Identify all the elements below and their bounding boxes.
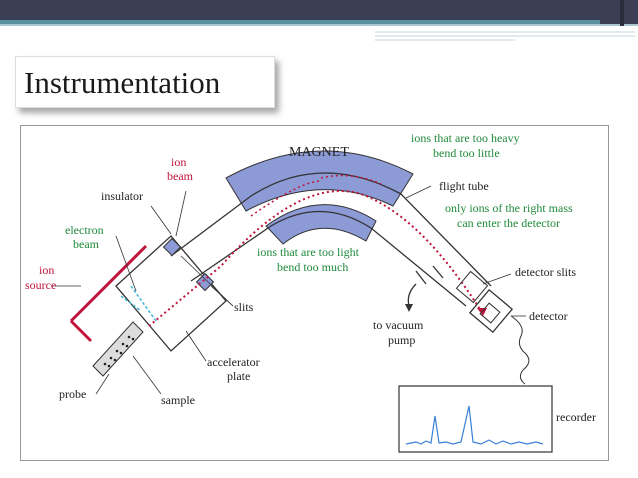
vacuum-port-right xyxy=(432,265,444,279)
top-stripe-light xyxy=(0,24,638,26)
label-ion-beam-1: ion xyxy=(171,155,186,169)
label-insulator: insulator xyxy=(101,189,143,203)
probe-body xyxy=(92,321,144,377)
decorative-lines xyxy=(375,31,635,41)
detector-box xyxy=(468,288,514,334)
label-vacuum-2: pump xyxy=(388,333,415,347)
slit-block-2 xyxy=(195,272,215,292)
title-box: Instrumentation xyxy=(15,56,275,108)
label-too-heavy-2: bend too little xyxy=(433,146,500,160)
label-ion-beam-2: beam xyxy=(167,169,194,183)
vacuum-port-left xyxy=(415,270,427,285)
ion-beam-light xyxy=(250,180,322,217)
label-probe: probe xyxy=(59,387,86,401)
detector-wire xyxy=(510,315,530,385)
leader-lines xyxy=(51,185,526,395)
magnet-upper xyxy=(225,150,414,212)
label-too-light-2: bend too much xyxy=(277,260,348,274)
label-electron-beam-1: electron xyxy=(65,223,104,237)
label-ion-source-2: source xyxy=(25,278,56,292)
top-stripe xyxy=(0,20,638,24)
magnet-lower xyxy=(265,204,377,245)
ion-beam-heavy xyxy=(320,174,382,185)
label-slits: slits xyxy=(234,300,254,314)
label-accelerator-1: accelerator xyxy=(207,355,260,369)
recorder-box xyxy=(398,385,553,453)
label-too-heavy-1: ions that are too heavy xyxy=(411,131,520,145)
label-right-mass-2: can enter the detector xyxy=(457,216,560,230)
recorder-trace xyxy=(405,405,544,445)
top-banner xyxy=(0,0,638,20)
flight-tube-outer xyxy=(170,172,492,287)
electron-beam xyxy=(120,285,157,322)
probe-dots xyxy=(103,335,135,368)
label-vacuum-1: to vacuum xyxy=(373,318,424,332)
ion-source-bracket xyxy=(69,244,148,343)
mass-spectrometer-diagram: MAGNET ion beam insulator electron beam … xyxy=(25,131,596,453)
label-ion-source-1: ion xyxy=(39,263,54,277)
label-detector-slits: detector slits xyxy=(515,265,576,279)
flight-tube-inner xyxy=(190,210,467,307)
label-recorder: recorder xyxy=(556,410,596,424)
label-accelerator-2: plate xyxy=(227,369,250,383)
label-too-light-1: ions that are too light xyxy=(257,245,360,259)
source-chamber xyxy=(115,235,227,352)
label-electron-beam-2: beam xyxy=(73,237,100,251)
slit-block-1 xyxy=(162,237,182,257)
top-right-block xyxy=(600,0,638,24)
slide-title: Instrumentation xyxy=(24,65,221,100)
vacuum-arrow xyxy=(407,283,417,307)
top-right-divider xyxy=(620,0,624,26)
diagram-panel: MAGNET ion beam insulator electron beam … xyxy=(20,125,609,461)
label-right-mass-1: only ions of the right mass xyxy=(445,201,573,215)
detector-inner xyxy=(479,302,501,324)
label-sample: sample xyxy=(161,393,195,407)
label-magnet: MAGNET xyxy=(289,145,349,160)
label-detector: detector xyxy=(529,309,568,323)
detector-slits-block xyxy=(455,270,489,304)
label-flight-tube: flight tube xyxy=(439,179,489,193)
vacuum-arrowhead xyxy=(405,304,413,312)
